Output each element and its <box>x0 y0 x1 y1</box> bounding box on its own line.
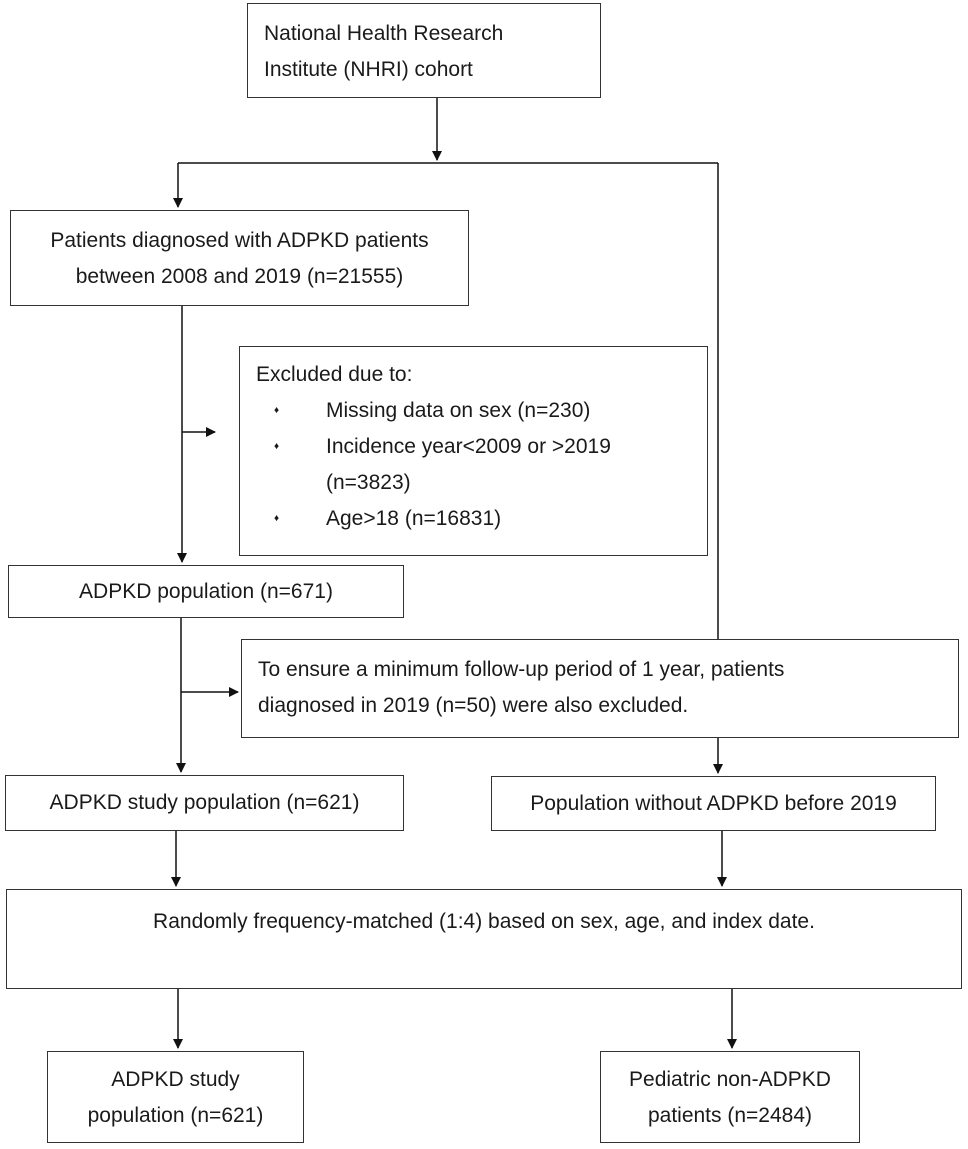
adpkd-population-box: ADPKD population (n=671) <box>8 565 404 618</box>
excluded-item-year-count: (n=3823) <box>256 465 707 501</box>
diagnosed-box: Patients diagnosed with ADPKD patients b… <box>10 210 469 306</box>
population-without-adpkd-box: Population without ADPKD before 2019 <box>491 776 936 831</box>
followup-line-2: diagnosed in 2019 (n=50) were also exclu… <box>258 694 689 717</box>
diamond-bullet-icon: ♦ <box>274 405 280 416</box>
excluded-item-text: Incidence year<2009 or >2019 <box>326 435 611 458</box>
excluded-item-text: Missing data on sex (n=230) <box>326 399 591 422</box>
matching-box: Randomly frequency-matched (1:4) based o… <box>6 889 962 989</box>
final-non-adpkd-line-2: patients (n=2484) <box>647 1104 813 1127</box>
source-cohort-box: National Health Research Institute (NHRI… <box>247 3 601 98</box>
final-non-adpkd-line-1: Pediatric non-ADPKD <box>629 1068 831 1091</box>
excluded-item-text: (n=3823) <box>326 471 411 494</box>
excluded-heading: Excluded due to: <box>256 363 413 386</box>
adpkd-study-population-box: ADPKD study population (n=621) <box>5 775 404 831</box>
adpkd-population-label: ADPKD population (n=671) <box>79 580 333 603</box>
final-non-adpkd-box: Pediatric non-ADPKD patients (n=2484) <box>600 1051 860 1143</box>
final-adpkd-box: ADPKD study population (n=621) <box>47 1051 304 1143</box>
population-without-label: Population without ADPKD before 2019 <box>530 792 897 815</box>
excluded-item-text: Age>18 (n=16831) <box>326 507 502 530</box>
final-adpkd-line-1: ADPKD study <box>111 1068 240 1091</box>
adpkd-study-population-label: ADPKD study population (n=621) <box>49 791 360 814</box>
excluded-box: Excluded due to: ♦ Missing data on sex (… <box>239 346 708 556</box>
diamond-bullet-icon: ♦ <box>274 513 280 524</box>
final-adpkd-line-2: population (n=621) <box>87 1104 264 1127</box>
followup-line-1: To ensure a minimum follow-up period of … <box>258 658 785 681</box>
followup-exclusion-box: To ensure a minimum follow-up period of … <box>241 639 959 738</box>
diagnosed-line-1: Patients diagnosed with ADPKD patients <box>50 229 429 252</box>
excluded-item-sex: ♦ Missing data on sex (n=230) <box>256 393 707 429</box>
excluded-item-year: ♦ Incidence year<2009 or >2019 <box>256 429 707 465</box>
source-line-1: National Health Research <box>264 22 504 45</box>
source-line-2: Institute (NHRI) cohort <box>264 58 473 81</box>
excluded-item-age: ♦ Age>18 (n=16831) <box>256 501 707 537</box>
diagnosed-line-2: between 2008 and 2019 (n=21555) <box>75 265 404 288</box>
matching-label: Randomly frequency-matched (1:4) based o… <box>153 910 815 933</box>
diamond-bullet-icon: ♦ <box>274 441 280 452</box>
